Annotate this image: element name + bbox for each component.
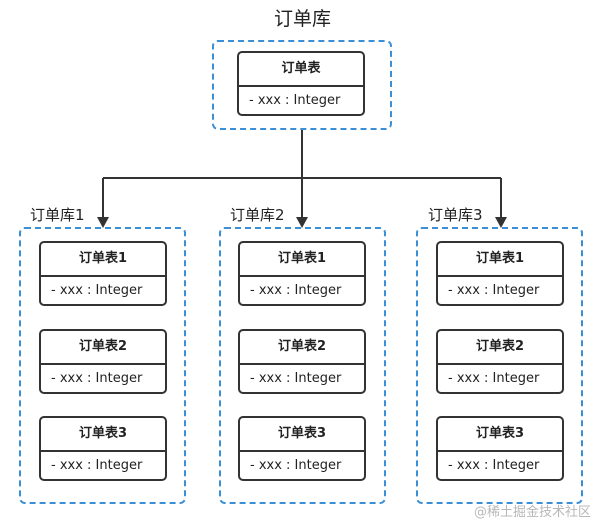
shard-table: 订单表2 - xxx : Integer — [39, 329, 167, 394]
table-field: - xxx : Integer — [250, 458, 342, 473]
shard-table: 订单表1 - xxx : Integer — [39, 241, 167, 306]
watermark-text: @稀土掘金技术社区 — [473, 505, 591, 520]
root-table: 订单表 - xxx : Integer — [237, 51, 365, 116]
shard-label: 订单库3 — [428, 206, 483, 224]
table-name: 订单表3 — [438, 418, 562, 452]
shard-group — [19, 227, 186, 504]
table-name: 订单表3 — [41, 418, 165, 452]
shard-label: 订单库2 — [230, 206, 285, 224]
arrow-head-2 — [296, 217, 308, 228]
root-table-field: - xxx : Integer — [249, 93, 341, 108]
shard-table: 订单表3 - xxx : Integer — [436, 416, 564, 481]
shard-table: 订单表3 - xxx : Integer — [39, 416, 167, 481]
table-name: 订单表2 — [438, 331, 562, 365]
table-name: 订单表1 — [41, 243, 165, 277]
shard-table: 订单表3 - xxx : Integer — [238, 416, 366, 481]
table-field: - xxx : Integer — [448, 458, 540, 473]
shard-table: 订单表2 - xxx : Integer — [238, 329, 366, 394]
table-field: - xxx : Integer — [250, 283, 342, 298]
table-field: - xxx : Integer — [448, 283, 540, 298]
arrow-head-1 — [97, 217, 109, 228]
table-field: - xxx : Integer — [51, 458, 143, 473]
table-name: 订单表3 — [240, 418, 364, 452]
shard-table: 订单表1 - xxx : Integer — [238, 241, 366, 306]
table-field: - xxx : Integer — [51, 283, 143, 298]
root-table-name: 订单表 — [239, 53, 363, 87]
table-field: - xxx : Integer — [51, 371, 143, 386]
table-name: 订单表1 — [438, 243, 562, 277]
shard-group — [219, 227, 386, 504]
shard-label: 订单库1 — [30, 206, 85, 224]
root-db-title: 订单库 — [273, 8, 331, 30]
table-name: 订单表2 — [41, 331, 165, 365]
root-db-group — [212, 40, 392, 130]
table-field: - xxx : Integer — [448, 371, 540, 386]
shard-group — [416, 227, 583, 504]
table-field: - xxx : Integer — [250, 371, 342, 386]
table-name: 订单表1 — [240, 243, 364, 277]
shard-table: 订单表1 - xxx : Integer — [436, 241, 564, 306]
table-name: 订单表2 — [240, 331, 364, 365]
shard-table: 订单表2 - xxx : Integer — [436, 329, 564, 394]
arrow-head-3 — [495, 217, 507, 228]
